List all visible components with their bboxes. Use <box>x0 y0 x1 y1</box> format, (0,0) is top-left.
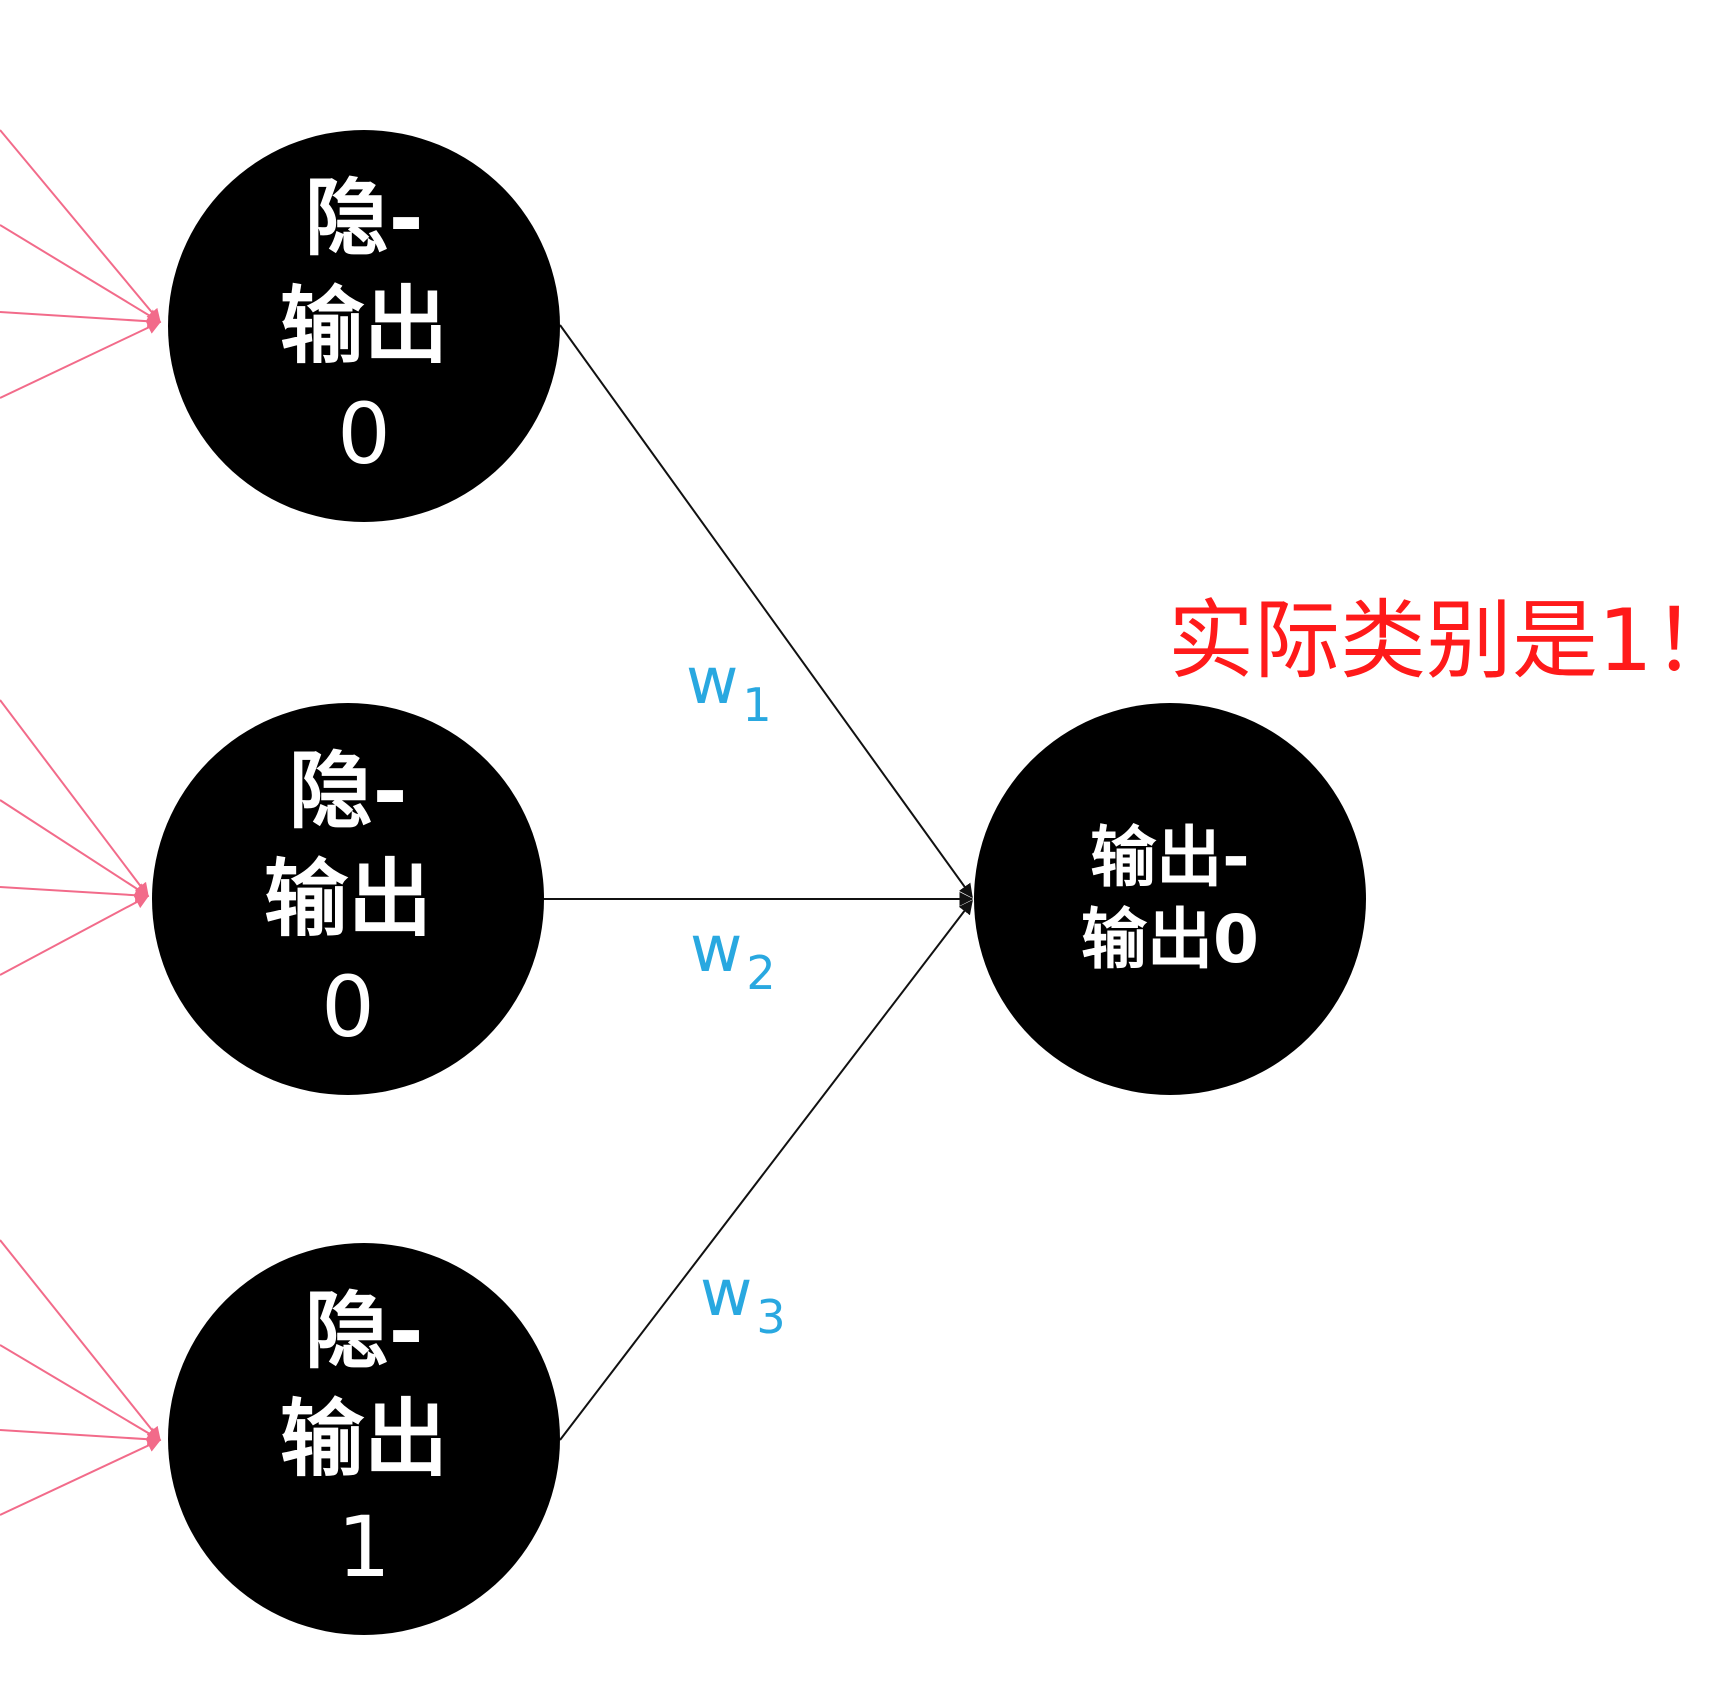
output-node-label-line2: 输出0 <box>1081 901 1259 978</box>
incoming-edge <box>0 1239 161 1442</box>
weight-symbol: w <box>700 1257 753 1331</box>
incoming-edge <box>0 311 162 329</box>
incoming-edge <box>0 129 161 324</box>
hidden-node-value: 0 <box>337 385 391 483</box>
weight-index: 2 <box>746 946 776 1000</box>
incoming-edge <box>0 1429 162 1447</box>
hidden-node-label-line2: 输出 <box>263 850 432 948</box>
incoming-edge <box>0 321 162 399</box>
weight-index: 3 <box>756 1290 786 1344</box>
hidden-node-1: 隐- 输出 0 <box>168 130 560 522</box>
incoming-edge <box>0 895 150 976</box>
incoming-edge <box>0 886 150 903</box>
incoming-edge <box>0 1344 162 1441</box>
output-node-label-line1: 输出- <box>1090 819 1250 896</box>
incoming-edges-hidden-3 <box>0 1239 162 1516</box>
weight-edge-1 <box>559 324 973 899</box>
hidden-node-3: 隐- 输出 1 <box>168 1243 560 1635</box>
hidden-node-label-line2: 输出 <box>279 277 448 375</box>
weight-symbol: w <box>690 913 743 987</box>
actual-class-annotation: 实际类别是1！ <box>1168 591 1730 691</box>
incoming-edge <box>0 799 150 897</box>
output-node: 输出- 输出0 <box>974 703 1366 1095</box>
weight-index: 1 <box>742 678 772 732</box>
weight-edge-3 <box>559 899 973 1441</box>
weight-label-w3: w3 <box>700 1262 786 1340</box>
hidden-node-2: 隐- 输出 0 <box>152 703 544 1095</box>
incoming-edge <box>0 224 162 323</box>
incoming-edge <box>0 699 149 898</box>
weight-label-w2: w2 <box>690 918 776 996</box>
hidden-node-label-line1: 隐- <box>288 742 408 840</box>
hidden-node-label-line2: 输出 <box>279 1390 448 1488</box>
incoming-edges-hidden-1 <box>0 129 162 399</box>
hidden-node-value: 0 <box>321 958 375 1056</box>
hidden-node-label-line1: 隐- <box>304 169 424 267</box>
weight-label-w1: w1 <box>686 650 772 728</box>
hidden-node-label-line1: 隐- <box>304 1282 424 1380</box>
incoming-edges-hidden-2 <box>0 699 150 976</box>
incoming-edge <box>0 1439 162 1516</box>
weight-symbol: w <box>686 645 739 719</box>
hidden-node-value: 1 <box>337 1498 391 1596</box>
weight-edges <box>544 324 974 1441</box>
